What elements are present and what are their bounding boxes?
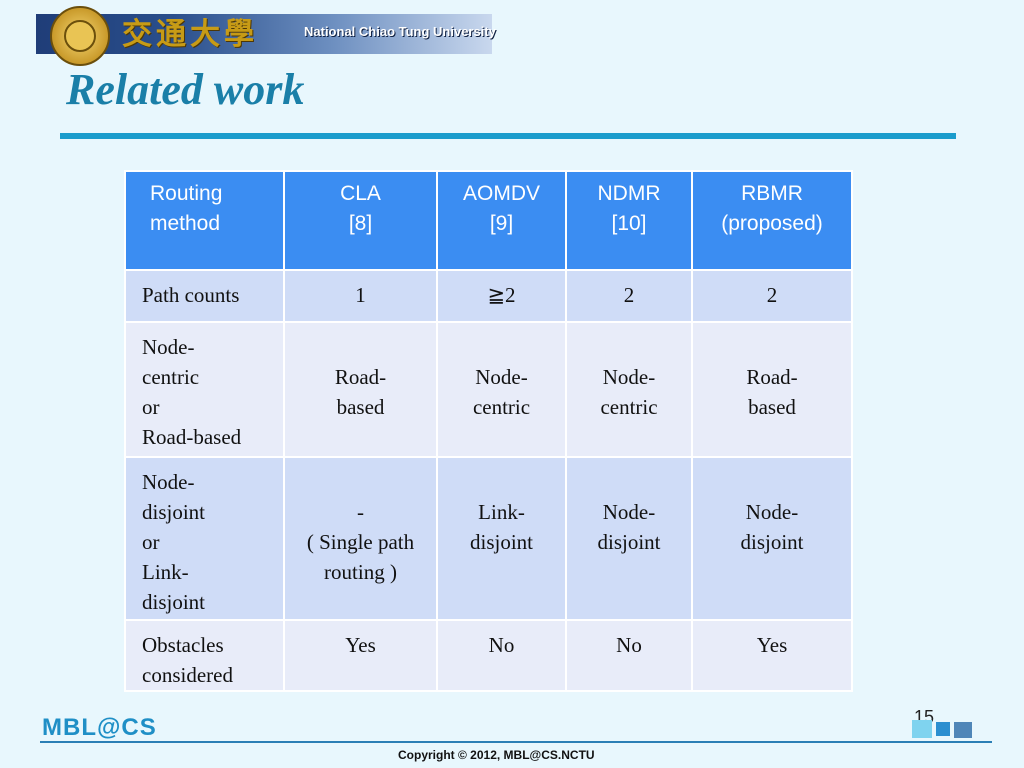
table-cell: Yes <box>283 619 438 692</box>
decorative-square-icon <box>954 722 972 738</box>
table-cell: ≧2 <box>436 269 567 323</box>
mbl-cs-logo: MBL@CS <box>42 714 157 741</box>
table-cell: No <box>436 619 567 692</box>
table-cell: Road-based <box>691 321 853 458</box>
table-cell: Road-based <box>283 321 438 458</box>
table-cell: 1 <box>283 269 438 323</box>
table-cell: 2 <box>691 269 853 323</box>
table-cell: No <box>565 619 693 692</box>
copyright-text: Copyright © 2012, MBL@CS.NCTU <box>398 748 595 762</box>
table-cell: Node-disjoint <box>565 456 693 621</box>
slide-title: Related work <box>66 65 305 114</box>
title-divider <box>60 133 956 139</box>
table-cell: Yes <box>691 619 853 692</box>
header-cell-rbmr: RBMR(proposed) <box>691 170 853 271</box>
table-cell: Node-centric <box>565 321 693 458</box>
header-cell-ndmr: NDMR[10] <box>565 170 693 271</box>
row-label-path-counts: Path counts <box>124 269 285 323</box>
university-name: National Chiao Tung University <box>304 24 496 39</box>
table-cell: Node-disjoint <box>691 456 853 621</box>
table-cell: Link-disjoint <box>436 456 567 621</box>
table-cell: Node-centric <box>436 321 567 458</box>
decorative-square-icon <box>912 720 932 738</box>
university-calligraphy: 交通大學 <box>122 17 258 52</box>
decorative-square-icon <box>936 722 950 736</box>
header-cell-cla: CLA[8] <box>283 170 438 271</box>
header-cell-aomdv: AOMDV[9] <box>436 170 567 271</box>
university-banner: 交通大學 National Chiao Tung University <box>36 6 496 66</box>
footer-divider <box>40 741 992 743</box>
table-cell: 2 <box>565 269 693 323</box>
table-row: Path counts 1 ≧2 2 2 <box>124 269 853 323</box>
university-seal-icon <box>50 6 110 66</box>
